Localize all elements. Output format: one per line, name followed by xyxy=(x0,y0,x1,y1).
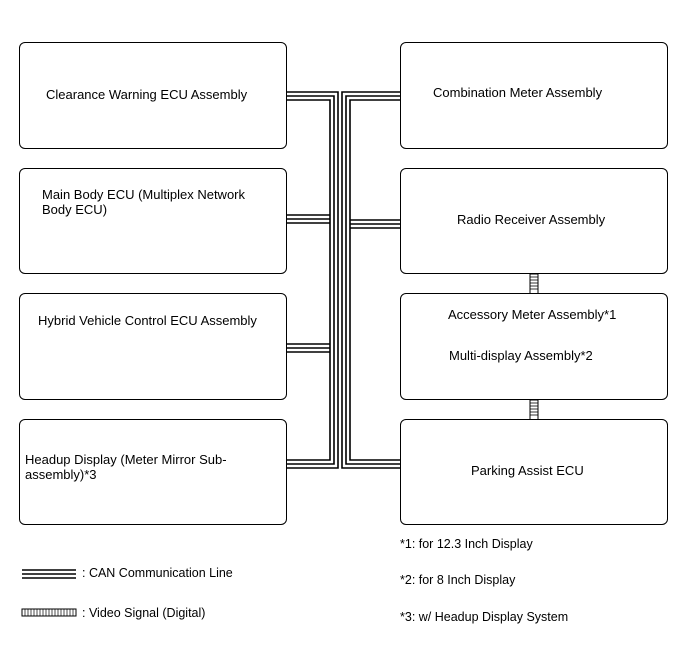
main-body-ecu-label: Main Body ECU (Multiplex Network Body EC… xyxy=(42,187,246,217)
can-line-clearance-warning xyxy=(286,91,339,469)
clearance-warning-ecu-box: Clearance Warning ECU Assembly xyxy=(19,42,287,149)
combination-meter-box: Combination Meter Assembly xyxy=(400,42,668,149)
legend-can-symbol xyxy=(22,569,76,579)
multi-display-label: Multi-display Assembly*2 xyxy=(449,348,593,363)
footnote-3: *3: w/ Headup Display System xyxy=(400,610,569,624)
footnote-1: *1: for 12.3 Inch Display xyxy=(400,537,533,551)
parking-assist-ecu-label: Parking Assist ECU xyxy=(471,463,584,478)
main-body-ecu-box: Main Body ECU (Multiplex Network Body EC… xyxy=(19,168,287,274)
parking-assist-ecu-box: Parking Assist ECU xyxy=(400,419,668,525)
can-line-combination-meter xyxy=(341,91,400,469)
hybrid-vehicle-control-ecu-label: Hybrid Vehicle Control ECU Assembly xyxy=(38,313,257,328)
combination-meter-label: Combination Meter Assembly xyxy=(433,85,603,100)
accessory-meter-label: Accessory Meter Assembly*1 xyxy=(448,307,617,322)
legend-video-label: : Video Signal (Digital) xyxy=(82,606,206,620)
clearance-warning-ecu-label: Clearance Warning ECU Assembly xyxy=(46,87,248,102)
hybrid-vehicle-control-ecu-box: Hybrid Vehicle Control ECU Assembly xyxy=(19,293,287,400)
radio-receiver-box: Radio Receiver Assembly xyxy=(400,168,668,274)
accessory-meter-box: Accessory Meter Assembly*1 Multi-display… xyxy=(400,293,668,400)
radio-receiver-label: Radio Receiver Assembly xyxy=(457,212,606,227)
footnote-2: *2: for 8 Inch Display xyxy=(400,573,516,587)
legend-can-label: : CAN Communication Line xyxy=(82,566,233,580)
legend-video-symbol xyxy=(21,608,77,617)
headup-display-label: Headup Display (Meter Mirror Sub-assembl… xyxy=(25,452,227,482)
can-bus-lines xyxy=(286,91,400,469)
headup-display-box: Headup Display (Meter Mirror Sub-assembl… xyxy=(19,419,287,525)
